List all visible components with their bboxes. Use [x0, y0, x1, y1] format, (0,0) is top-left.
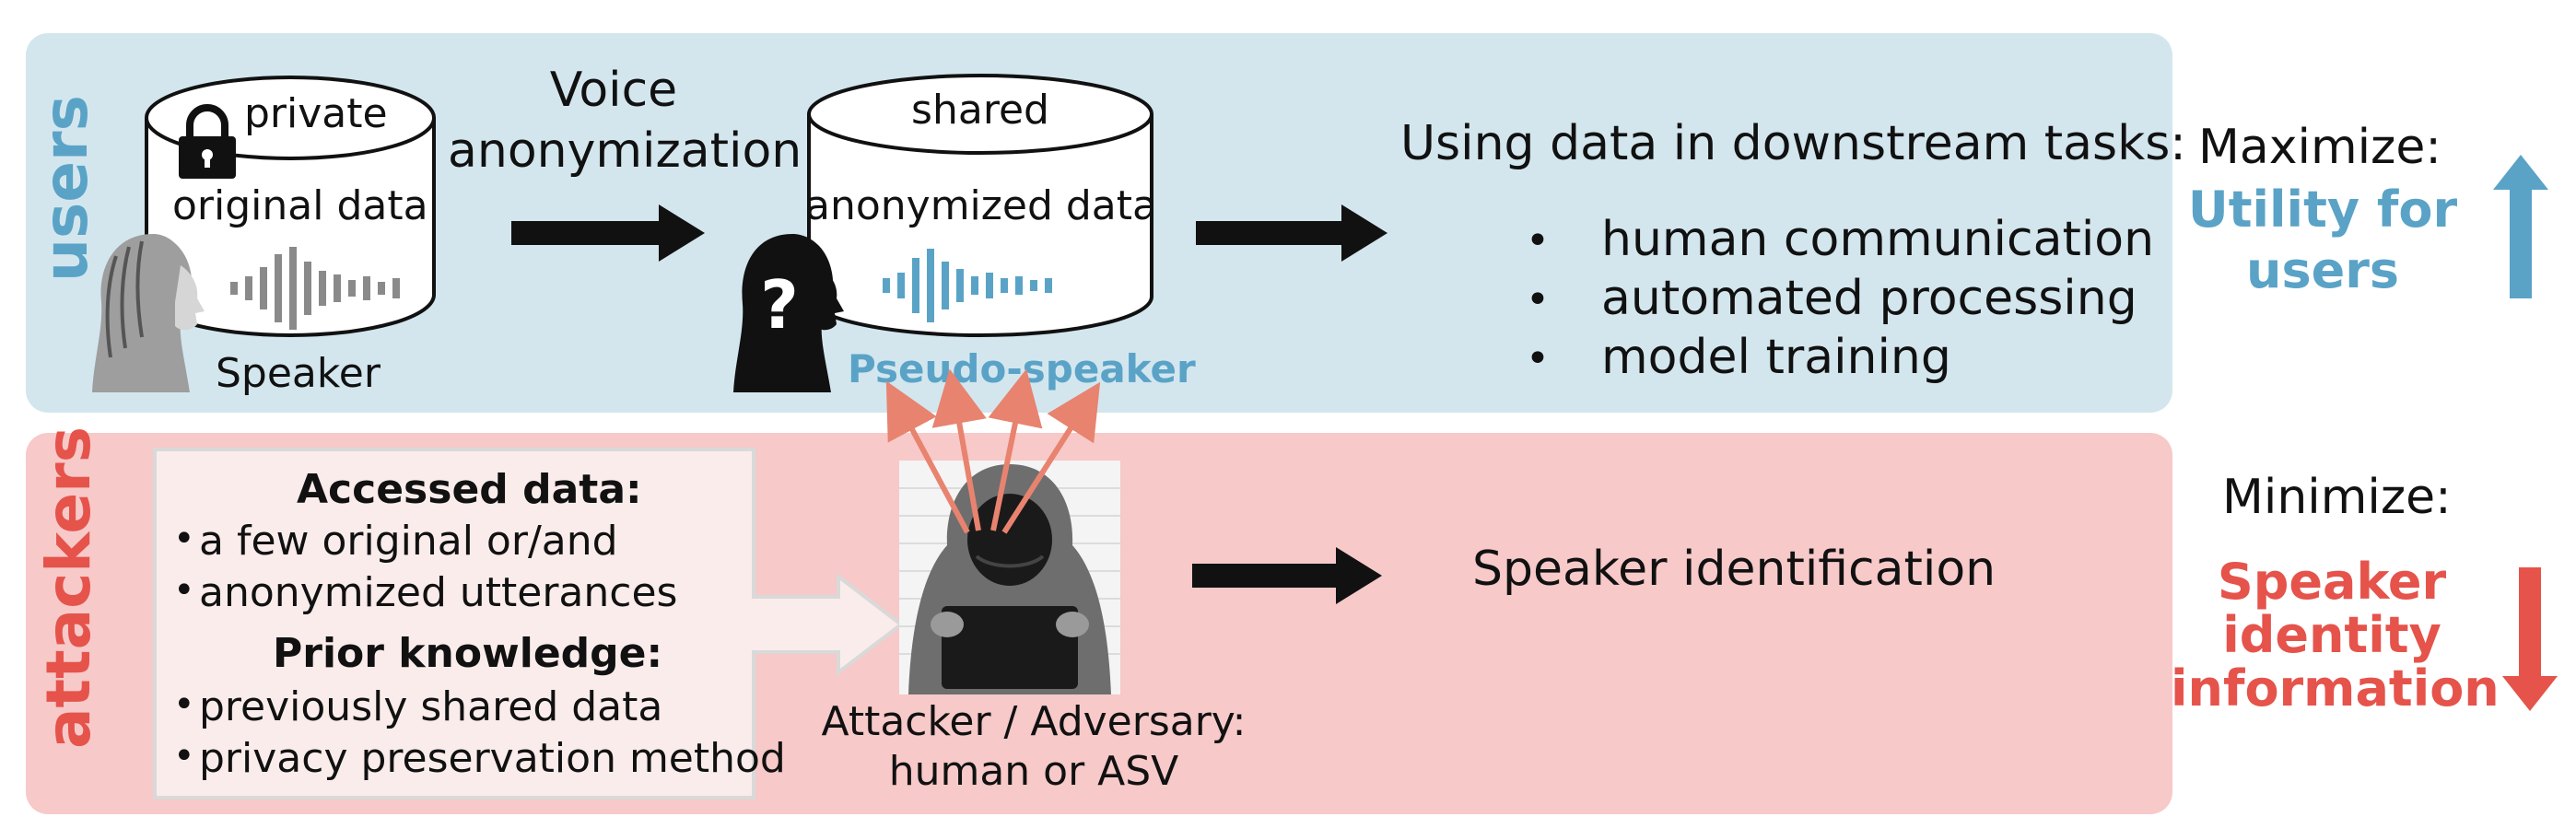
prior-item-bullet: •	[173, 683, 195, 726]
maximize-title: Maximize:	[2198, 120, 2441, 175]
attacker-label-line1: Attacker / Adversary:	[821, 698, 1247, 745]
downstream-item: human communication	[1601, 212, 2155, 267]
knowledge-arrow-shape	[153, 448, 905, 799]
identification-arrow	[1192, 547, 1382, 604]
speaker-label: Speaker	[216, 350, 381, 397]
svg-text:?: ?	[760, 266, 799, 344]
down-arrow-icon	[2502, 567, 2558, 711]
maximize-goal-line2: users	[2246, 241, 2399, 299]
downstream-item-bullet: •	[1526, 276, 1550, 323]
shared-db-top-label: shared	[911, 87, 1049, 134]
minimize-title: Minimize:	[2222, 470, 2452, 525]
shared-db-body-label: anonymized data	[805, 182, 1157, 229]
downstream-title: Using data in downstream tasks:	[1400, 116, 2186, 171]
speaker-identification-label: Speaker identification	[1472, 542, 1996, 597]
anonymized-waveform-icon	[883, 249, 1052, 322]
prior-item-bullet: •	[173, 735, 195, 777]
accessed-item: a few original or/and	[199, 518, 618, 565]
accessed-item: anonymized utterances	[199, 569, 678, 616]
up-arrow-icon	[2493, 155, 2548, 298]
anonymization-arrow	[511, 204, 705, 262]
downstream-arrow	[1196, 204, 1388, 262]
accessed-data-title: Accessed data:	[297, 466, 642, 513]
downstream-item: automated processing	[1601, 271, 2137, 326]
minimize-goal-line2: identity	[2222, 606, 2441, 664]
prior-knowledge-title: Prior knowledge:	[273, 630, 663, 677]
minimize-goal-line3: information	[2171, 659, 2500, 718]
downstream-item: model training	[1601, 330, 1951, 385]
private-db-body-label: original data	[172, 182, 428, 229]
private-db-top-label: private	[244, 90, 388, 137]
attack-arrows	[885, 368, 1101, 534]
downstream-item-bullet: •	[1526, 335, 1550, 382]
speaker-portrait-icon	[92, 234, 205, 392]
lock-icon	[179, 104, 236, 179]
accessed-item-bullet: •	[173, 518, 195, 560]
minimize-goal-line1: Speaker	[2217, 553, 2447, 611]
downstream-item-bullet: •	[1526, 217, 1550, 264]
maximize-goal-line1: Utility for	[2187, 181, 2458, 239]
accessed-item-bullet: •	[173, 569, 195, 612]
prior-item: privacy preservation method	[199, 735, 786, 782]
process-label-line2: anonymization	[448, 123, 802, 179]
pseudo-speaker-silhouette-icon: ?	[733, 234, 844, 392]
original-waveform-icon	[230, 247, 400, 330]
prior-item: previously shared data	[199, 683, 663, 730]
attackers-side-label: attackers	[33, 426, 104, 749]
process-label-line1: Voice	[549, 63, 678, 118]
attacker-label-line2: human or ASV	[888, 748, 1179, 795]
